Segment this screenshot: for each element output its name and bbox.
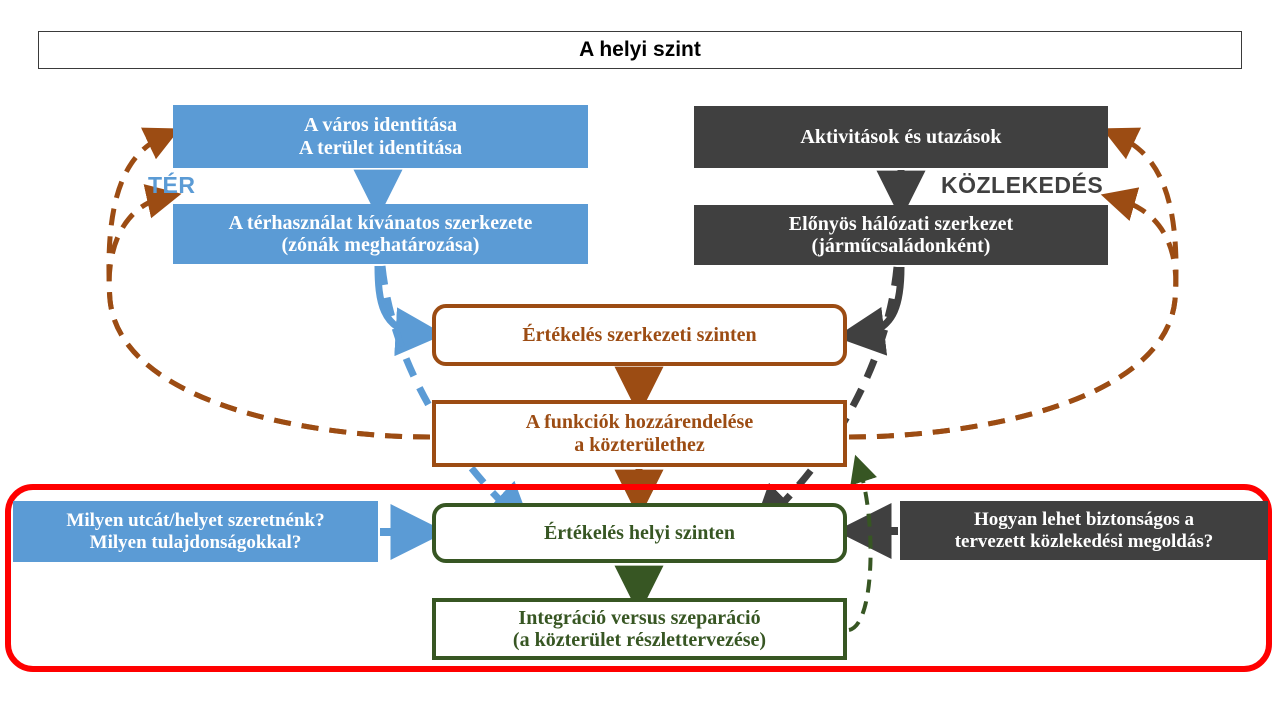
node-function-assignment[interactable]: A funkciók hozzárendelése a közterülethe… [432, 400, 847, 467]
caption-transport: KÖZLEKEDÉS [941, 172, 1104, 198]
node-transport-activities-text: Aktivitások és utazások [800, 125, 1002, 148]
node-transport-activities[interactable]: Aktivitások és utazások [694, 106, 1108, 168]
node-function-assignment-text: A funkciók hozzárendelése a közterülethe… [436, 411, 843, 456]
node-transport-network[interactable]: Előnyös hálózati szerkezet (járműcsaládo… [694, 205, 1108, 265]
node-function-assignment-line2: a közterülethez [574, 433, 705, 456]
node-structural-evaluation[interactable]: Értékelés szerkezeti szinten [432, 304, 847, 366]
node-local-evaluation[interactable]: Értékelés helyi szinten [432, 503, 847, 563]
node-space-question-line2: Milyen tulajdonságokkal? [89, 531, 302, 553]
node-space-structure-line2: (zónák meghatározása) [281, 234, 480, 256]
node-space-question-line1: Milyen utcát/helyet szeretnénk? [66, 510, 325, 532]
node-structural-evaluation-text: Értékelés szerkezeti szinten [522, 323, 757, 346]
arrow-network-to-structural-eval [835, 266, 905, 356]
node-transport-question-line1: Hogyan lehet biztonságos a [973, 509, 1195, 531]
page-title: A helyi szint [38, 31, 1242, 69]
node-local-evaluation-text: Értékelés helyi szinten [543, 521, 736, 544]
page-title-text: A helyi szint [579, 38, 701, 62]
node-integration-separation[interactable]: Integráció versus szeparáció (a közterül… [432, 598, 847, 660]
node-space-identity[interactable]: A város identitása A terület identitása [173, 105, 588, 168]
node-transport-question[interactable]: Hogyan lehet biztonságos a tervezett köz… [900, 501, 1268, 560]
caption-space: TÉR [148, 172, 196, 198]
node-integration-separation-line2: (a közterület részlettervezése) [512, 629, 767, 651]
node-integration-separation-line1: Integráció versus szeparáció [518, 606, 761, 629]
node-space-structure-text: A térhasználat kívánatos szerkezete (zón… [173, 212, 588, 257]
node-space-identity-text: A város identitása A terület identitása [173, 114, 588, 159]
node-integration-separation-text: Integráció versus szeparáció (a közterül… [436, 607, 843, 652]
node-space-structure-line1: A térhasználat kívánatos szerkezete [228, 211, 533, 234]
node-transport-question-line2: tervezett közlekedési megoldás? [954, 530, 1214, 552]
node-space-question[interactable]: Milyen utcát/helyet szeretnénk? Milyen t… [13, 501, 378, 562]
node-space-structure[interactable]: A térhasználat kívánatos szerkezete (zón… [173, 204, 588, 264]
node-space-identity-line1: A város identitása [304, 114, 457, 137]
node-transport-network-text: Előnyös hálózati szerkezet (járműcsaládo… [694, 213, 1108, 258]
arrow-structure-to-structural-eval [374, 265, 445, 357]
node-space-identity-line2: A terület identitása [298, 136, 463, 159]
node-transport-question-text: Hogyan lehet biztonságos a tervezett köz… [900, 509, 1268, 552]
node-transport-network-line2: (járműcsaládonként) [811, 235, 991, 257]
node-space-question-text: Milyen utcát/helyet szeretnénk? Milyen t… [13, 510, 378, 553]
local-level-highlight-frame [5, 484, 1272, 672]
node-transport-network-line1: Előnyös hálózati szerkezet [788, 212, 1014, 235]
node-function-assignment-line1: A funkciók hozzárendelése [525, 411, 754, 434]
